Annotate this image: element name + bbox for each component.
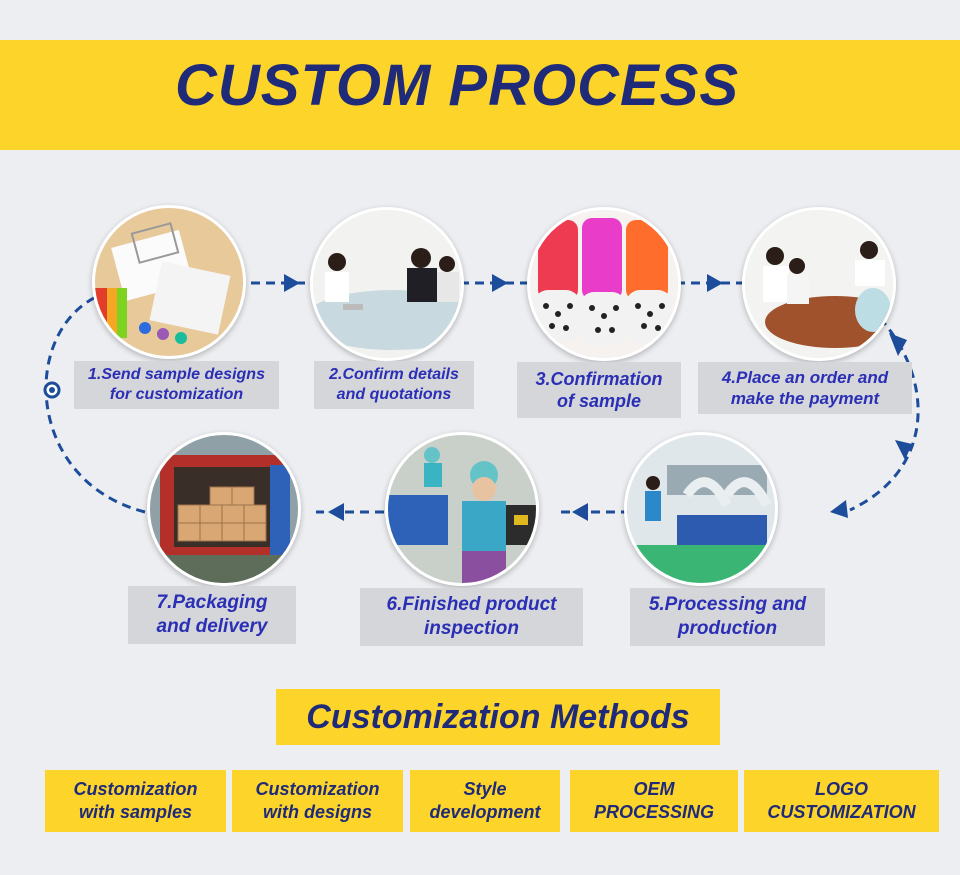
step-3-photo [527, 207, 681, 361]
step-7-photo [147, 432, 301, 586]
step-6-label: 6.Finished product inspection [360, 588, 583, 646]
page-title: CUSTOM PROCESS [175, 53, 740, 118]
methods-title: Customization Methods [276, 689, 720, 745]
step-1-label: 1.Send sample designs for customization [74, 361, 279, 409]
arrow-left-icon [830, 500, 848, 518]
step-2-label: 2.Confirm details and quotations [314, 361, 474, 409]
step-3-label: 3.Confirmation of sample [517, 362, 681, 418]
arrow-right-icon [707, 274, 723, 292]
arrow-left-icon [328, 503, 344, 521]
arrow-right-icon [492, 274, 508, 292]
title-banner [0, 40, 960, 150]
step-6-photo [385, 432, 539, 586]
step-4-label: 4.Place an order and make the payment [698, 362, 912, 414]
step-5-photo [624, 432, 778, 586]
step-2-photo [310, 207, 464, 361]
method-samples: Customization with samples [45, 770, 226, 832]
method-designs: Customization with designs [232, 770, 403, 832]
arrow-right-icon [284, 274, 300, 292]
step-7-label: 7.Packaging and delivery [128, 586, 296, 644]
arrow-left-icon [572, 503, 588, 521]
method-logo-customization: LOGO CUSTOMIZATION [744, 770, 939, 832]
step-5-label: 5.Processing and production [630, 588, 825, 646]
step-4-photo [742, 207, 896, 361]
method-style-development: Style development [410, 770, 560, 832]
step-1-photo [92, 205, 246, 359]
method-oem-processing: OEM PROCESSING [570, 770, 738, 832]
arrow-down-icon [889, 333, 907, 356]
arrow-down-icon [895, 440, 912, 460]
